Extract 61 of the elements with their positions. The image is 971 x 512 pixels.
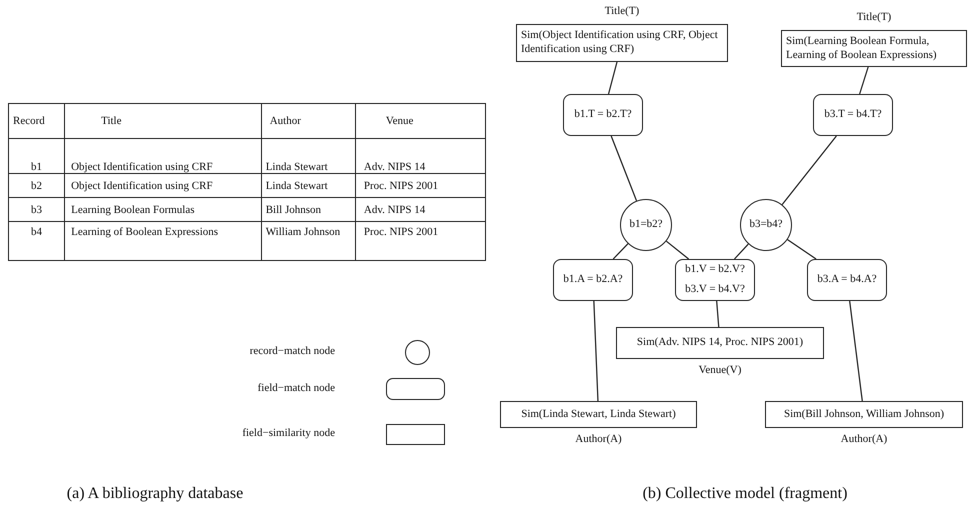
figure-caption: (b) Collective model (fragment) xyxy=(642,485,848,503)
node-label: b1.A = b2.A? xyxy=(563,273,623,287)
table-cell: Learning Boolean Formulas xyxy=(64,198,262,222)
table-cell: b2 xyxy=(8,174,65,198)
field-name-label: Title(T) xyxy=(856,11,892,25)
column-header: Title xyxy=(64,104,262,138)
node-label: b1.V = b2.V? xyxy=(685,263,745,277)
connector-line xyxy=(787,239,816,260)
similarity-text: Sim(Linda Stewart, Linda Stewart) xyxy=(521,408,676,422)
field-name-label: Author(A) xyxy=(840,433,888,447)
table-cell: b4 xyxy=(8,222,65,260)
table-cell: Linda Stewart xyxy=(261,174,356,198)
table-cell: Proc. NIPS 2001 xyxy=(355,222,486,260)
field-match-box xyxy=(553,259,633,301)
connector-line xyxy=(610,136,638,201)
table-cell: William Johnson xyxy=(261,222,356,260)
column-header: Author xyxy=(261,104,356,138)
similarity-text: Sim(Bill Johnson, William Johnson) xyxy=(784,408,944,422)
node-label: b1.T = b2.T? xyxy=(574,108,632,122)
connector-line xyxy=(849,300,863,402)
table-cell: Adv. NIPS 14 xyxy=(355,138,486,174)
connector-line xyxy=(782,136,837,205)
field-match-box xyxy=(675,259,755,301)
node-label: b3.V = b4.V? xyxy=(685,283,745,297)
column-header: Venue xyxy=(355,104,486,138)
table-cell: Linda Stewart xyxy=(261,138,356,174)
connector-line xyxy=(716,300,720,328)
table-cell: Object Identification using CRF xyxy=(64,174,262,198)
table-cell: Adv. NIPS 14 xyxy=(355,198,486,222)
connector-line xyxy=(593,300,599,402)
column-header: Record xyxy=(8,104,65,138)
record-match-circle xyxy=(740,199,792,251)
connector-line xyxy=(666,240,690,260)
table-cell: Learning of Boolean Expressions xyxy=(64,222,262,260)
connector-line xyxy=(859,66,869,94)
similarity-text: Sim(Learning Boolean Formula, Learning of Boolean Expressions) xyxy=(786,34,938,62)
table-cell: Bill Johnson xyxy=(261,198,356,222)
field-name-label: Author(A) xyxy=(575,433,622,447)
field-match-box xyxy=(807,259,887,301)
table-cell: Object Identification using CRF xyxy=(64,138,262,174)
legend-text: field−similarity node xyxy=(241,427,335,439)
similarity-text: Sim(Adv. NIPS 14, Proc. NIPS 2001) xyxy=(636,336,804,350)
legend-text: field−match node xyxy=(256,382,335,394)
node-label: b3.T = b4.T? xyxy=(824,108,882,122)
node-label: b3=b4? xyxy=(749,218,783,232)
table-cell: Proc. NIPS 2001 xyxy=(355,174,486,198)
legend-text: record−match node xyxy=(248,345,335,357)
node-label: b1=b2? xyxy=(629,218,663,232)
table-cell: b3 xyxy=(8,198,65,222)
field-name-label: Venue(V) xyxy=(698,364,742,378)
field-name-label: Title(T) xyxy=(604,5,640,19)
connector-line xyxy=(734,244,749,260)
table-cell: b1 xyxy=(8,138,65,174)
record-match-circle xyxy=(620,199,672,251)
field-match-box xyxy=(813,94,893,136)
node-label: b3.A = b4.A? xyxy=(817,273,877,287)
field-match-box xyxy=(563,94,643,136)
connector-line xyxy=(608,62,618,94)
figure-caption: (a) A bibliography database xyxy=(66,485,244,503)
connector-line xyxy=(612,243,628,260)
similarity-text: Sim(Object Identification using CRF, Object Identification using CRF) xyxy=(521,29,719,57)
